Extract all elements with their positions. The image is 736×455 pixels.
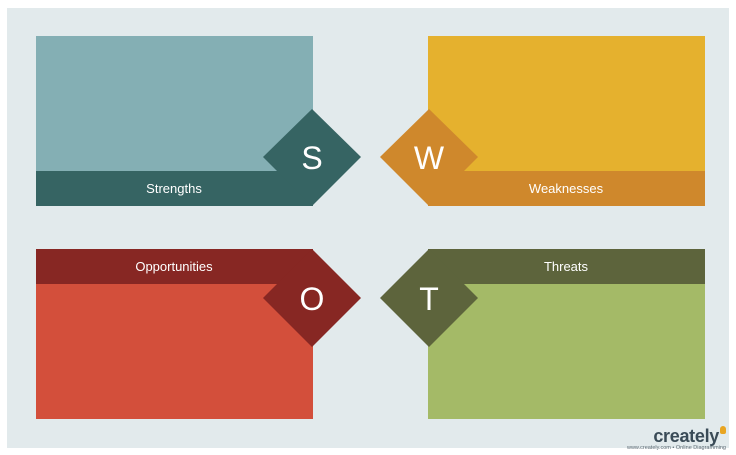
strengths-letter-badge <box>263 109 361 206</box>
quadrant-strengths: Strengths S <box>36 36 361 206</box>
opportunities-letter: O <box>300 281 325 317</box>
opportunities-label: Opportunities <box>135 259 213 274</box>
strengths-letter: S <box>301 140 322 176</box>
threats-band <box>428 249 705 284</box>
weaknesses-letter-badge <box>380 109 478 206</box>
threats-letter-badge <box>380 249 478 347</box>
weaknesses-label: Weaknesses <box>529 181 604 196</box>
creately-watermark: creately www.creately.com • Online Diagr… <box>626 425 726 452</box>
quadrant-opportunities: Opportunities O <box>36 249 361 419</box>
threats-letter: T <box>419 281 439 317</box>
strengths-band <box>36 171 313 206</box>
opportunities-letter-badge <box>263 249 361 347</box>
weaknesses-letter: W <box>414 140 445 176</box>
threats-label: Threats <box>544 259 589 274</box>
creately-logo: creately <box>627 425 726 446</box>
quadrant-threats: Threats T <box>380 249 705 419</box>
weaknesses-band <box>428 171 705 206</box>
creately-logo-text: creately <box>653 425 719 446</box>
lightbulb-icon <box>720 425 726 434</box>
quadrant-weaknesses: Weaknesses W <box>380 36 705 206</box>
strengths-label: Strengths <box>146 181 202 196</box>
opportunities-band <box>36 249 313 284</box>
creately-tagline: www.creately.com • Online Diagramming <box>626 444 726 451</box>
